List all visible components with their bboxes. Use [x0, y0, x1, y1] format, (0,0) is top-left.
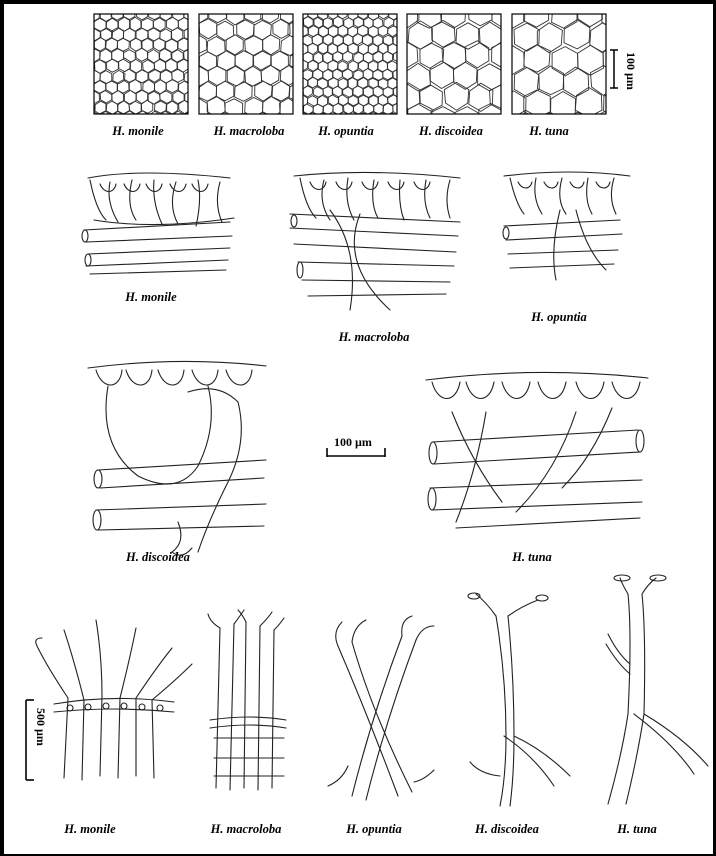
caption-row1-h-macroloba: H. macroloba: [214, 124, 285, 139]
caption-row1-h-monile: H. monile: [112, 124, 163, 139]
caption-row4-h-macroloba: H. macroloba: [211, 822, 282, 837]
caption-row2-h-opuntia: H. opuntia: [531, 310, 587, 325]
caption-row4-h-opuntia: H. opuntia: [346, 822, 402, 837]
surface-cells-h-tuna: [472, 0, 643, 142]
caption-row1-h-tuna: H. tuna: [529, 124, 569, 139]
caption-row2-h-monile: H. monile: [125, 290, 176, 305]
scale-label-row4: 500 µm: [33, 708, 48, 746]
utricle-drawing-h-tuna-cross-section: [426, 372, 648, 528]
filament-drawing-h-tuna: [606, 575, 708, 804]
surface-cells-h-opuntia: [287, 0, 413, 124]
utricle-drawing-h-macroloba-cross-section: [290, 172, 460, 310]
caption-row3-h-discoidea: H. discoidea: [126, 550, 190, 565]
utricle-drawing-h-opuntia-cross-section: [503, 172, 630, 280]
caption-row4-h-discoidea: H. discoidea: [475, 822, 539, 837]
utricle-drawing-h-monile-cross-section: [82, 173, 234, 274]
utricle-drawing-h-discoidea-cross-section: [88, 361, 266, 555]
filament-drawing-h-discoidea: [468, 593, 570, 806]
scale-label-row3: 100 µm: [334, 435, 372, 450]
caption-row1-h-opuntia: H. opuntia: [318, 124, 374, 139]
scale-label-row1: 100 µm: [623, 52, 638, 90]
filament-drawing-h-macroloba: [208, 610, 286, 790]
surface-cell-panels: [76, 0, 644, 142]
filament-drawing-h-opuntia: [328, 616, 434, 800]
caption-row4-h-monile: H. monile: [64, 822, 115, 837]
surface-cells-h-monile: [76, 0, 203, 125]
caption-row4-h-tuna: H. tuna: [617, 822, 657, 837]
caption-row2-h-macroloba: H. macroloba: [339, 330, 410, 345]
caption-row3-h-tuna: H. tuna: [512, 550, 552, 565]
filament-drawing-h-monile: [36, 620, 192, 780]
caption-row1-h-discoidea: H. discoidea: [419, 124, 483, 139]
